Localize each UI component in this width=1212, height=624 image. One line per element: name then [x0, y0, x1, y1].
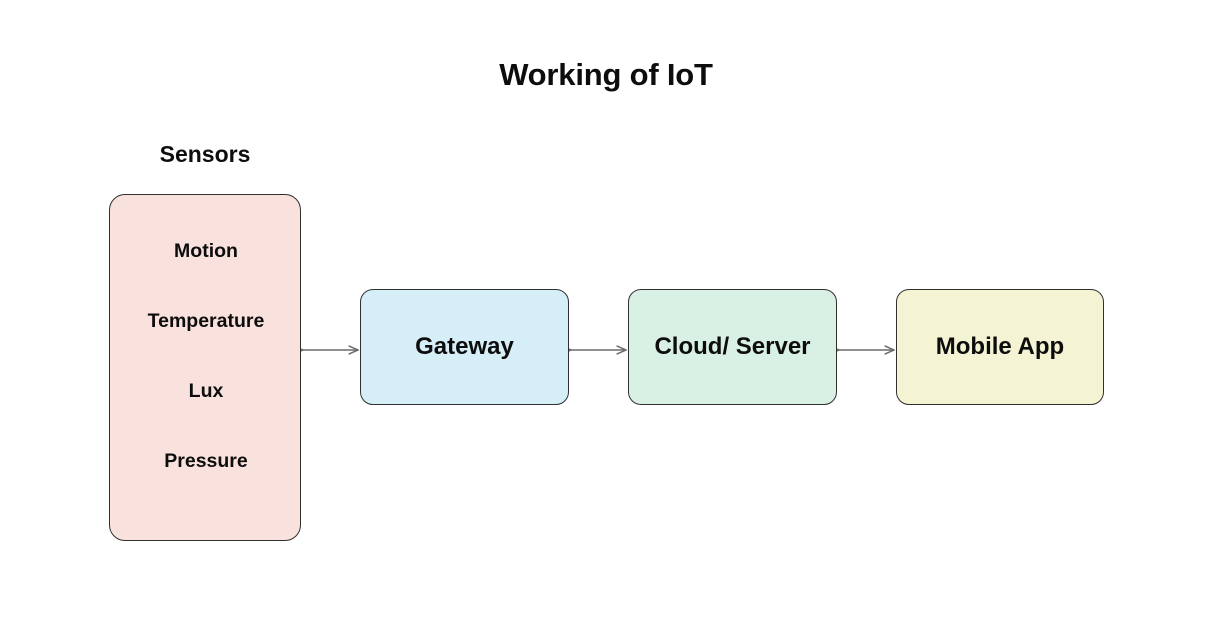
sensor-item-motion: Motion — [174, 240, 238, 262]
node-gateway-label: Gateway — [415, 332, 514, 360]
node-gateway[interactable]: Gateway — [360, 289, 569, 405]
node-cloud-server-label: Cloud/ Server — [654, 332, 811, 360]
node-mobile-app-label: Mobile App — [935, 332, 1065, 360]
node-mobile-app[interactable]: Mobile App — [896, 289, 1104, 405]
sensors-group-label: Sensors — [159, 141, 251, 167]
sensor-item-pressure: Pressure — [164, 450, 248, 472]
sensor-item-temperature: Temperature — [147, 310, 265, 332]
sensor-item-lux: Lux — [188, 380, 224, 402]
page-title: Working of IoT — [499, 57, 713, 92]
node-cloud-server[interactable]: Cloud/ Server — [628, 289, 837, 405]
node-sensors[interactable]: Motion Temperature Lux Pressure — [109, 194, 301, 541]
